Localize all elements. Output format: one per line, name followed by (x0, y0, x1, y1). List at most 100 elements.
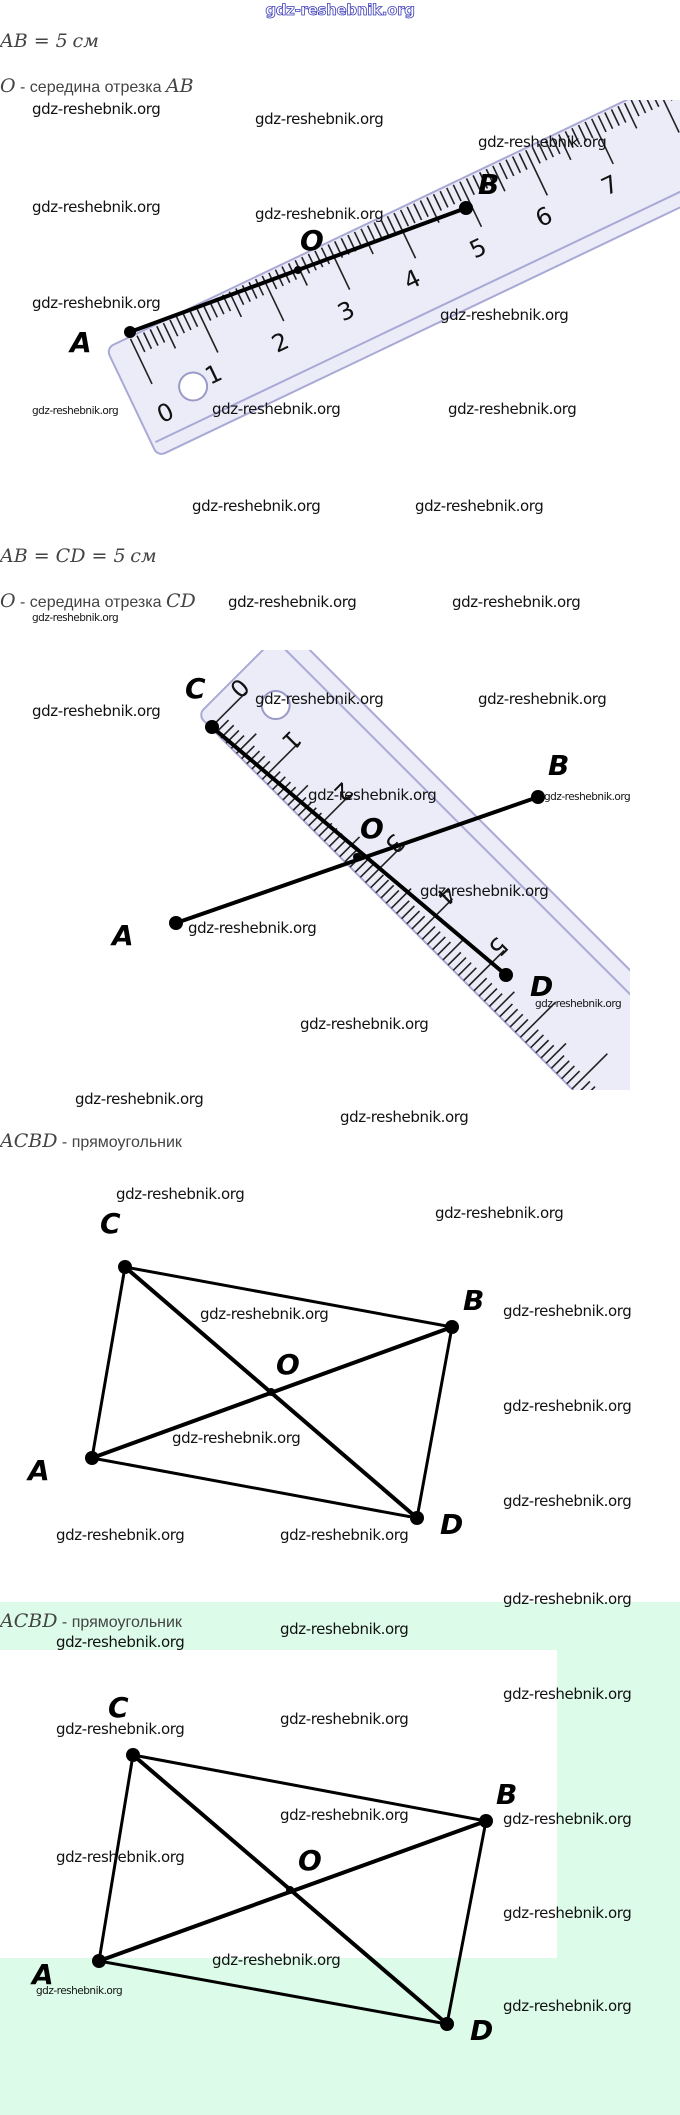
watermark-text: gdz-reshebnik.org (535, 998, 622, 1010)
ruler-tick (590, 118, 614, 165)
ruler-body (107, 100, 680, 455)
point-c (118, 1260, 132, 1274)
ruler-tick (375, 879, 390, 894)
ruler-tick (169, 319, 179, 337)
ruler-tick (550, 1055, 565, 1069)
ruler-tick (406, 910, 421, 925)
ruler-tick (511, 156, 522, 174)
point-b (459, 201, 473, 215)
figure-ruler-2: 0 1 2 3 4 5 C B O A D (110, 650, 630, 1090)
ruler-tick (531, 146, 541, 164)
point-a (92, 1954, 106, 1968)
ruler-tick (385, 889, 400, 904)
statement-text: - середина отрезка (15, 594, 166, 611)
watermark-text: gdz-reshebnik.org (212, 400, 341, 418)
figure-ruler-1: 0 1 2 3 4 5 6 7 A O B (68, 100, 680, 455)
watermark-text: gdz-reshebnik.org (478, 690, 607, 708)
ruler-tick (478, 982, 493, 997)
ruler-tick (287, 784, 309, 806)
point-d (410, 1511, 424, 1525)
ruler-tick (401, 905, 415, 920)
ruler-tick (519, 1001, 557, 1038)
ruler-tick (395, 900, 410, 915)
ruler-tick (320, 247, 331, 265)
point-a (85, 1451, 99, 1465)
label-b: B (548, 749, 569, 782)
ruler-tick (604, 112, 614, 130)
unit-label: см (72, 30, 99, 52)
ruler-tick (380, 219, 390, 236)
watermark-text: gdz-reshebnik.org (300, 1015, 429, 1033)
watermark-text: gdz-reshebnik.org (192, 497, 321, 515)
watermark-text: gdz-reshebnik.org (435, 1204, 564, 1222)
ruler-tick (558, 134, 572, 161)
ruler-tick (294, 259, 308, 286)
label-d: D (530, 970, 553, 1003)
ruler-tick (447, 951, 462, 966)
ruler-tick (656, 100, 680, 133)
point-o (286, 1886, 294, 1894)
ruler-tick (623, 102, 638, 129)
watermark-text: gdz-reshebnik.org (503, 1810, 632, 1828)
watermark-text: gdz-reshebnik.org (255, 690, 384, 708)
watermark-text: gdz-reshebnik.org (56, 1526, 185, 1544)
ruler-tick (597, 115, 607, 133)
ruler-tick (571, 127, 581, 145)
ruler-tick (437, 941, 452, 956)
point-d (440, 2017, 454, 2031)
ruler-tick (292, 796, 307, 811)
point-o (267, 1388, 275, 1396)
ruler-tick (545, 1042, 567, 1064)
watermark-text: gdz-reshebnik.org (308, 786, 437, 804)
ruler-tick (446, 187, 456, 205)
ruler-tick (473, 977, 488, 992)
statement-text: - середина отрезка (15, 79, 166, 96)
site-header-link[interactable]: gdz-reshebnik.org (265, 1, 415, 20)
watermark-text: gdz-reshebnik.org (188, 919, 317, 937)
point-c (126, 1748, 140, 1762)
ruler-tick (406, 206, 416, 224)
ruler-tick (584, 121, 594, 139)
ruler-tick (538, 143, 548, 161)
watermark-text: gdz-reshebnik.org (212, 1951, 341, 1969)
ruler-tick (544, 140, 555, 158)
ruler-tick (439, 190, 449, 208)
label-c: C (108, 1691, 129, 1724)
ruler-tick (551, 137, 561, 155)
watermark-text: gdz-reshebnik.org (32, 702, 161, 720)
ruler-tick (452, 184, 462, 202)
label-c: C (100, 1207, 121, 1240)
ruler-tick (248, 281, 258, 299)
watermark-text: gdz-reshebnik.org (503, 1302, 632, 1320)
watermark-text: gdz-reshebnik.org (255, 110, 384, 128)
label-b: B (496, 1778, 517, 1811)
ruler-tick (504, 1008, 519, 1023)
ruler-tick (413, 203, 423, 221)
ruler-hole (260, 690, 291, 721)
ruler-tick (175, 316, 186, 334)
watermark-text: gdz-reshebnik.org (503, 1590, 632, 1608)
ruler-tick (535, 1039, 550, 1054)
ruler-tick (432, 193, 443, 211)
watermark-text: gdz-reshebnik.org (448, 400, 577, 418)
point-a (169, 916, 183, 930)
ruler-tick (637, 100, 647, 114)
statement-text: - прямоугольник (57, 1134, 182, 1151)
ruler-tick (499, 1003, 514, 1018)
math-expression: ACBD (0, 1130, 58, 1152)
watermark-text: gdz-reshebnik.org (415, 497, 544, 515)
point-a (124, 326, 136, 338)
ruler-tick (360, 228, 374, 255)
math-point: O (0, 590, 16, 612)
label-a: A (26, 1454, 50, 1487)
point-d (499, 968, 513, 982)
watermark-text: gdz-reshebnik.org (228, 593, 357, 611)
label-b: B (463, 1284, 484, 1317)
watermark-text: gdz-reshebnik.org (280, 1806, 409, 1824)
ruler-tick (577, 124, 587, 142)
ruler-tick (366, 225, 377, 243)
ruler-tick (419, 200, 429, 218)
ruler-hole (178, 371, 209, 402)
ruler-tick (393, 212, 417, 259)
ruler-tick (465, 178, 475, 196)
